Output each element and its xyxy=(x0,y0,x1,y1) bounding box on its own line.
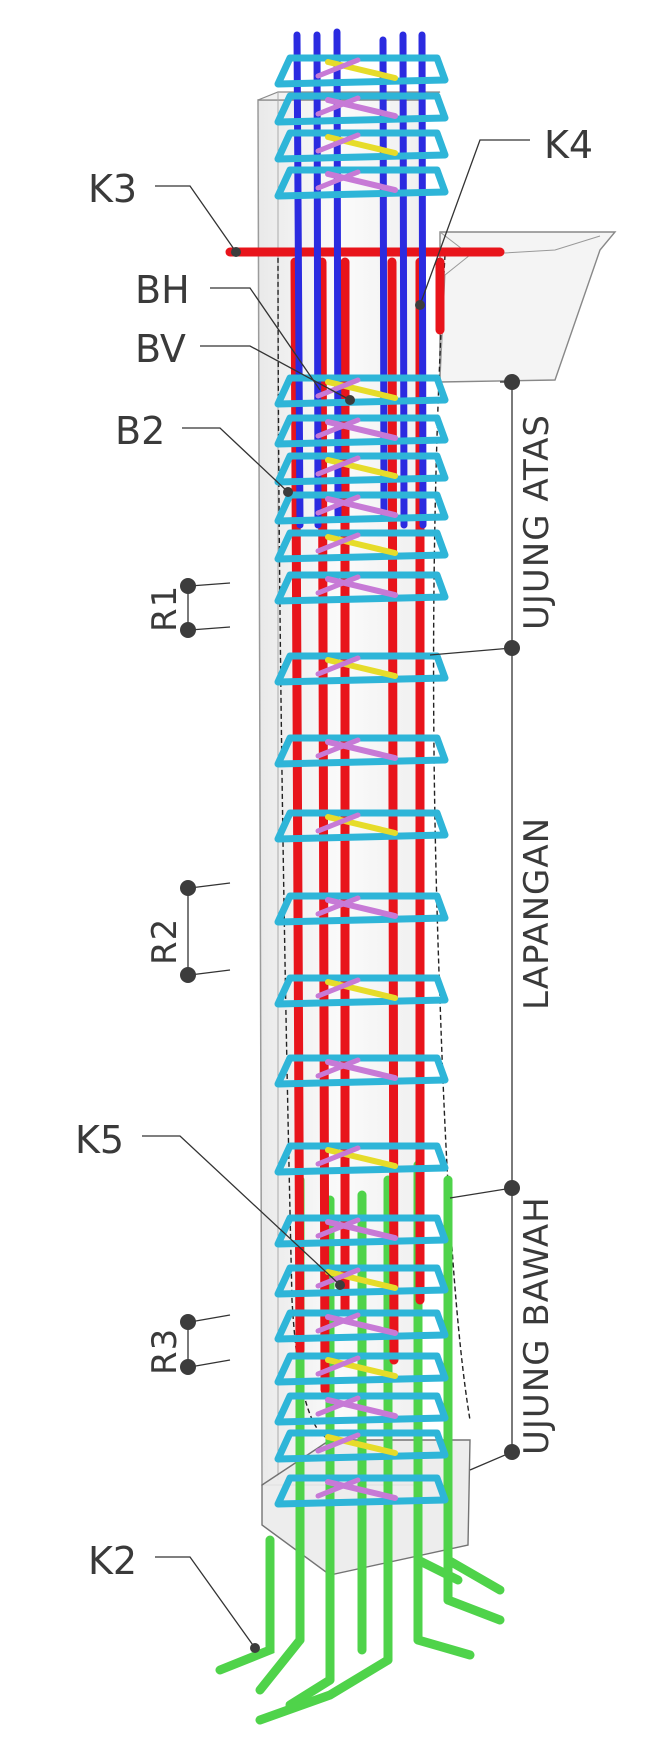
zone-bottom-label: UJUNG BAWAH xyxy=(517,1196,557,1455)
upper-beam xyxy=(439,231,617,383)
zone-top-label: UJUNG ATAS xyxy=(517,414,557,630)
label-b2: B2 xyxy=(115,409,165,453)
label-k3: K3 xyxy=(88,167,137,211)
stirrup xyxy=(274,452,449,486)
stirrup xyxy=(274,374,449,408)
stirrup xyxy=(274,1474,449,1508)
stirrup xyxy=(274,1392,449,1426)
stirrup xyxy=(274,1352,449,1386)
stirrup xyxy=(274,92,449,126)
stirrup xyxy=(274,529,449,563)
label-r3: R3 xyxy=(145,1328,185,1375)
zone-middle-label: LAPANGAN xyxy=(517,817,557,1010)
stirrup xyxy=(274,1309,449,1343)
annotations xyxy=(142,139,530,1653)
label-k2: K2 xyxy=(88,1539,137,1583)
stirrup xyxy=(274,974,449,1008)
stirrup xyxy=(274,892,449,926)
stirrup xyxy=(274,491,449,525)
stirrup xyxy=(274,129,449,163)
stirrup xyxy=(274,54,449,88)
label-k4: K4 xyxy=(544,123,593,167)
stirrup xyxy=(274,414,449,448)
label-r1: R1 xyxy=(145,585,185,632)
stirrup xyxy=(274,1214,449,1248)
label-r2: R2 xyxy=(145,918,185,965)
stirrup xyxy=(274,734,449,768)
stirrup xyxy=(274,1264,449,1298)
stirrup xyxy=(274,1429,449,1463)
stirrup xyxy=(274,652,449,686)
stirrup xyxy=(274,1142,449,1176)
label-k5: K5 xyxy=(75,1118,124,1162)
stirrups xyxy=(274,54,449,1508)
label-bh: BH xyxy=(135,268,190,312)
label-bv: BV xyxy=(135,327,186,371)
stirrup xyxy=(274,166,449,200)
stirrup xyxy=(274,571,449,605)
stirrup xyxy=(274,809,449,843)
stirrup xyxy=(274,1054,449,1088)
